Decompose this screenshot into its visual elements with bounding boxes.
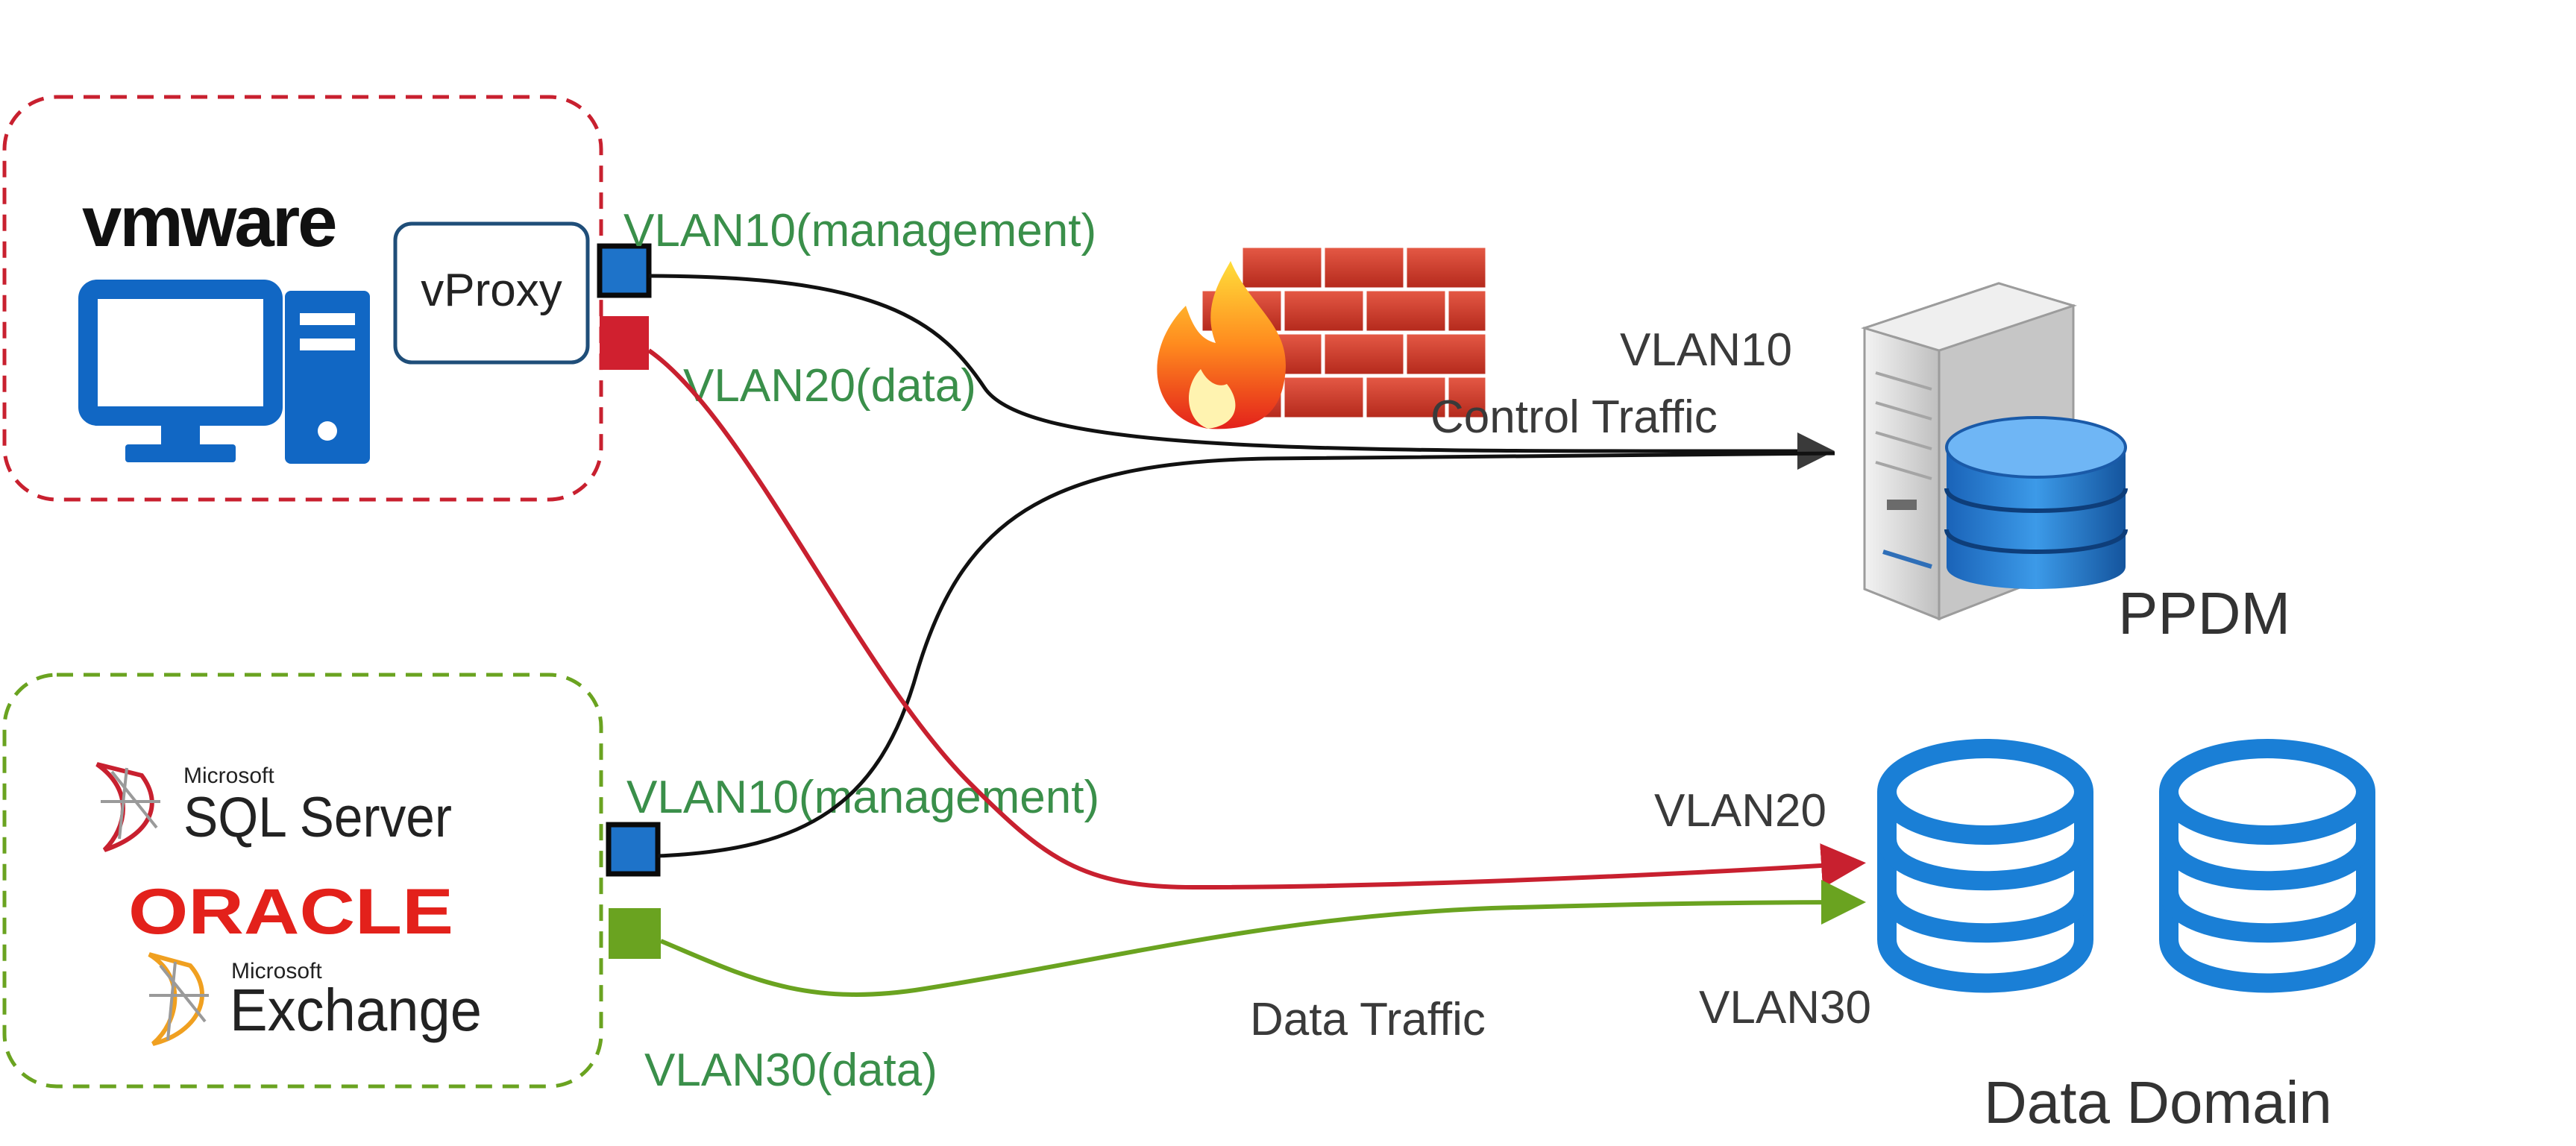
ppdm-database-icon [1944,416,2128,589]
app-vlan30-label: VLAN30(data) [644,1045,937,1096]
vmware-data-line [647,348,1866,890]
vlan30-port-app [609,908,661,959]
data-domain-db-icon-1 [1877,739,2093,993]
vmware-vlan10-label: VLAN10(management) [623,205,1096,256]
vmware-vlan20-label: VLAN20(data) [683,360,976,412]
sql-server-logo-icon [95,762,160,852]
vmware-logo: vmware [82,182,336,262]
control-traffic-label: Control Traffic [1430,391,1718,443]
vlan10-port-vmware [597,243,652,298]
exchange-brand-small: Microsoft [231,959,322,983]
vlan20-port-vmware [600,316,649,370]
data-traffic-label: Data Traffic [1250,994,1486,1045]
ppdm-vlan10-label: VLAN10 [1620,324,1792,376]
ppdm-label: PPDM [2118,580,2290,646]
sql-brand-main: SQL Server [183,786,452,849]
vmware-group-border [2,95,603,502]
app-group-border [2,673,603,1089]
sql-brand-small: Microsoft [183,764,274,788]
oracle-logo: ORACLE [128,876,453,948]
data-domain-vlan20-label: VLAN20 [1654,785,1826,837]
vproxy-box [393,221,590,365]
vlan10-port-app [606,822,661,877]
app-data-line [659,880,1866,997]
data-domain-label: Data Domain [1984,1069,2332,1136]
vmware-control-line [648,274,1835,470]
exchange-brand-main: Exchange [230,977,482,1043]
exchange-logo-icon [148,952,209,1046]
desktop-computer-icon [78,280,370,464]
data-domain-db-icon-2 [2159,739,2375,993]
vproxy-label: vProxy [421,265,562,316]
firewall-icon [1157,244,1489,429]
data-domain-vlan30-label: VLAN30 [1699,982,1871,1033]
app-control-line [657,451,1835,858]
